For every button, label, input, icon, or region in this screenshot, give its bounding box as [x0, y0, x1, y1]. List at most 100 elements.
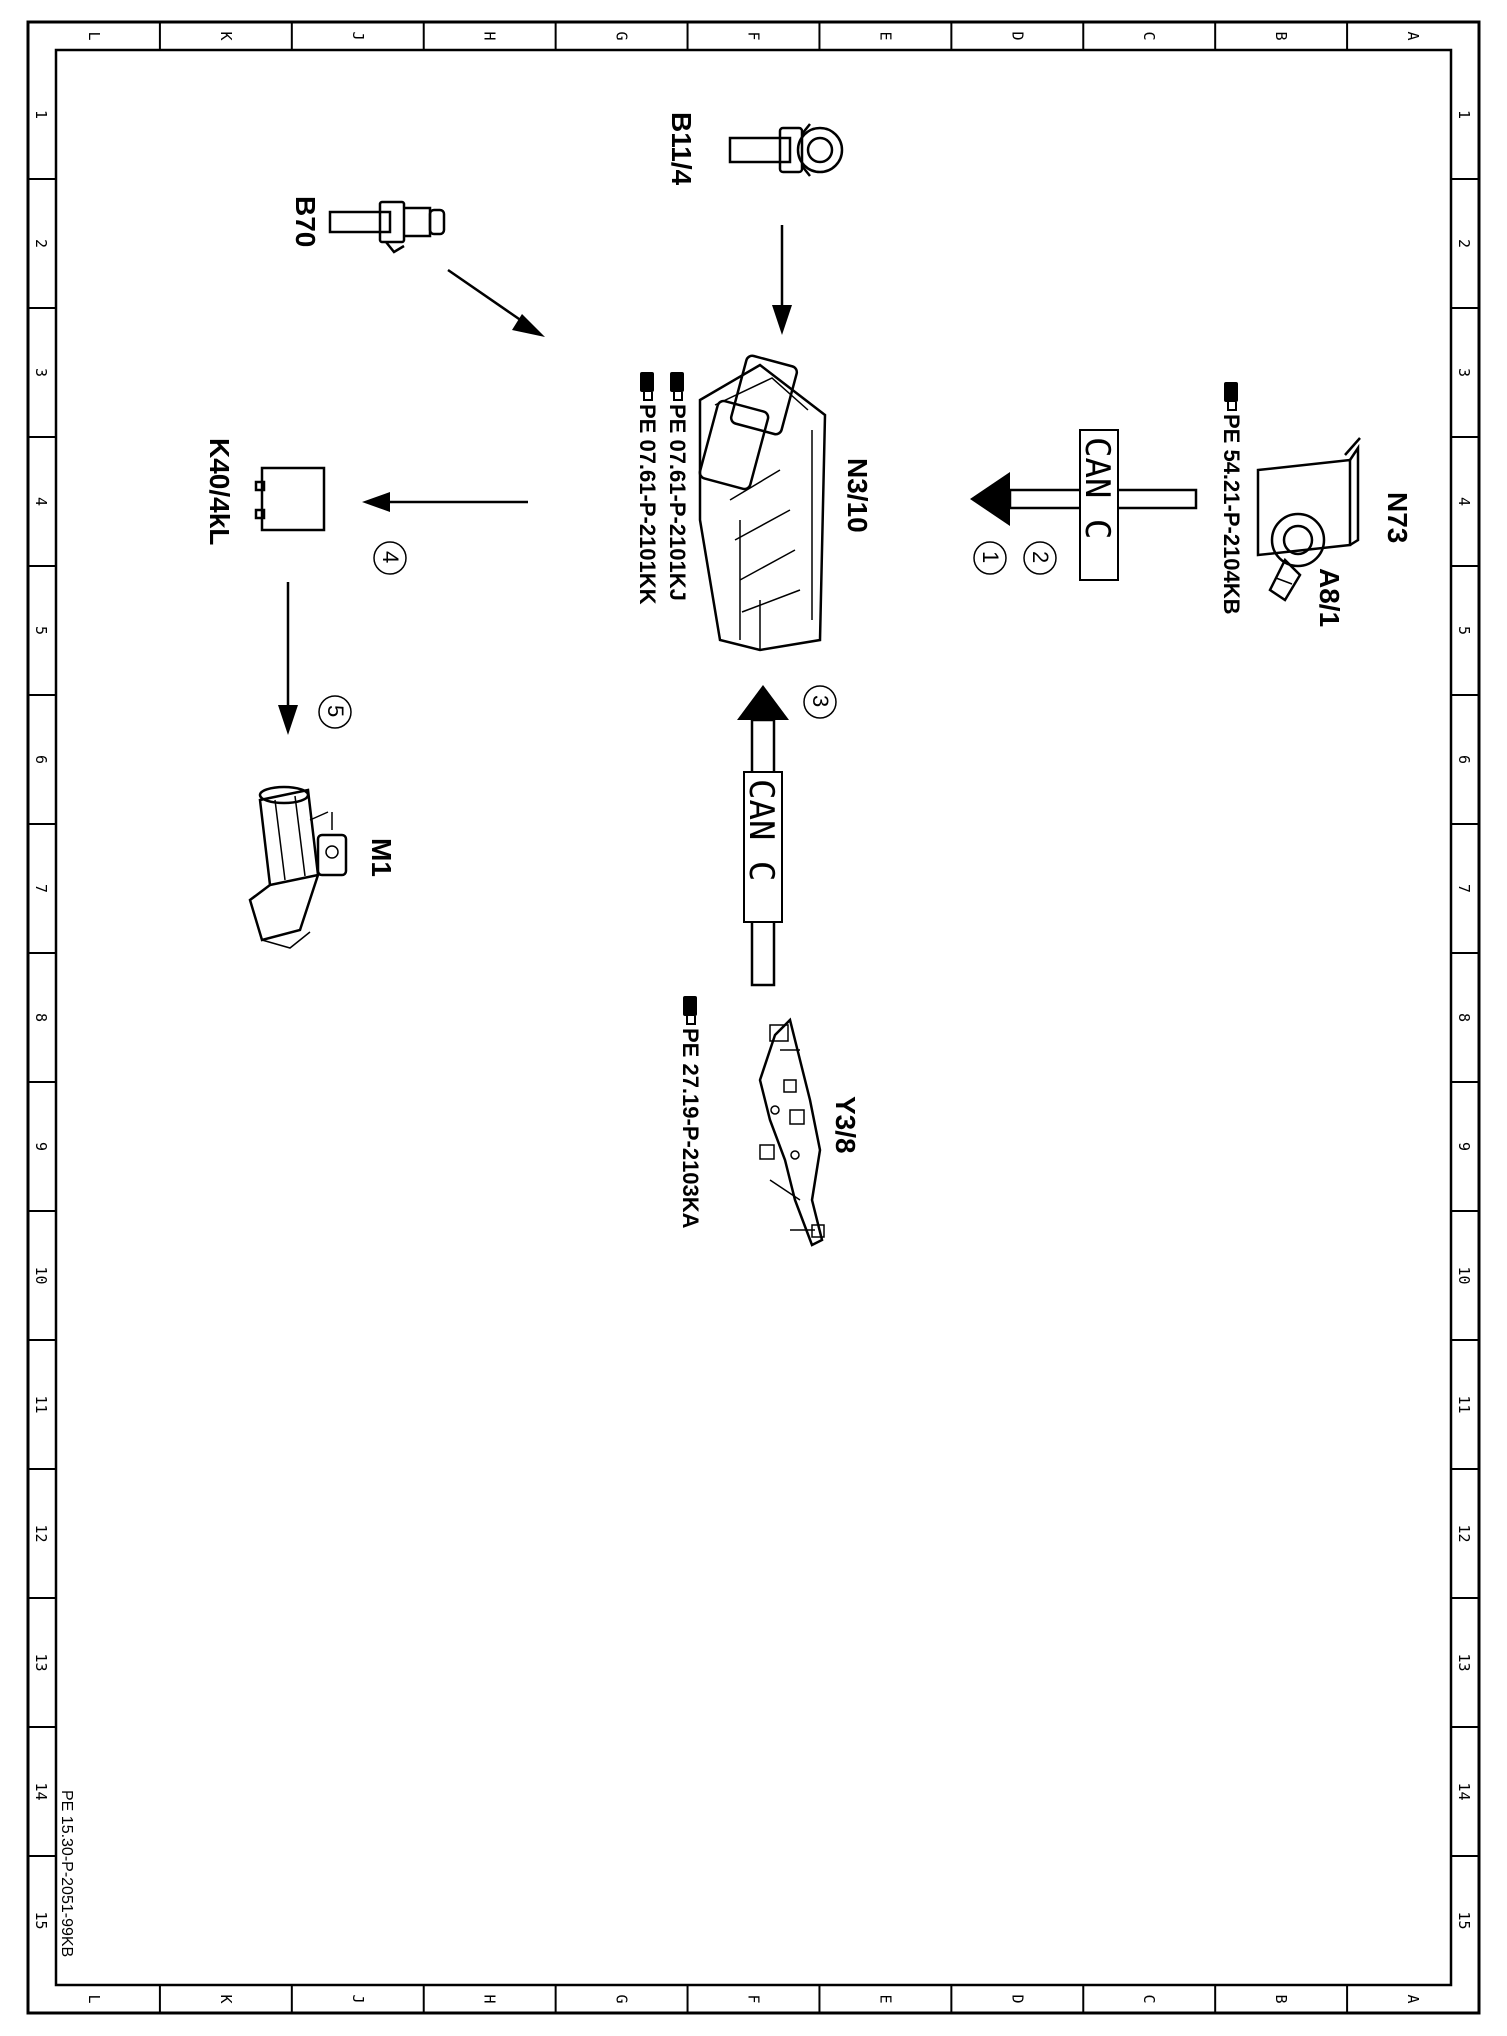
frame-row-label: 8	[1455, 1013, 1473, 1022]
frame-row-label: 2	[1455, 239, 1473, 248]
svg-text:5: 5	[323, 705, 348, 717]
pointing-hand-icon	[640, 372, 654, 401]
ignition-switch-icon	[1256, 437, 1361, 602]
frame-row-label: 8	[32, 1013, 50, 1022]
can-c-bus-top: CAN C	[970, 429, 1198, 581]
frame-row-label: 13	[1455, 1653, 1473, 1671]
n73-reference: PE 54.21-P-2104KB	[1219, 382, 1244, 615]
frame-column-label: K	[217, 31, 235, 40]
b70-sensor: B70	[290, 196, 446, 254]
m1-starter-motor: M1	[248, 785, 397, 949]
n3-10-control-unit: N3/10 PE 07.61-P-2101KJ PE 07.61-P-2101K…	[635, 354, 873, 652]
n73-ignition-module: N73 A8/1 PE 54.21-P-2104KB	[1219, 382, 1413, 627]
frame-row-label: 12	[1455, 1524, 1473, 1542]
frame-column-label: H	[481, 31, 499, 40]
sensor-icon	[328, 200, 446, 254]
sensor-icon	[728, 123, 844, 177]
frame-column-label: G	[613, 1994, 631, 2003]
frame-column-label: A	[1404, 1994, 1422, 2003]
frame-row-label: 12	[32, 1524, 50, 1542]
m1-label: M1	[366, 838, 397, 877]
frame-column-label: D	[1008, 31, 1026, 40]
b11-4-sensor: B11/4	[666, 112, 844, 186]
valve-body-icon	[758, 1017, 825, 1247]
frame-row-label: 4	[32, 497, 50, 506]
frame-row-label: 1	[32, 110, 50, 119]
b70-label: B70	[290, 196, 321, 247]
frame-row-label: 15	[1455, 1911, 1473, 1929]
svg-text:PE 27.19-P-2103KA: PE 27.19-P-2103KA	[678, 1028, 703, 1229]
frame-row-label: 5	[1455, 626, 1473, 635]
frame-column-label: E	[876, 1994, 894, 2003]
frame-row-label: 6	[1455, 755, 1473, 764]
n3-10-reference-a: PE 07.61-P-2101KJ	[665, 372, 690, 601]
n73-label: N73	[1382, 492, 1413, 543]
b11-4-label: B11/4	[666, 112, 697, 186]
step-marker-3: 3	[803, 685, 837, 719]
starter-motor-icon	[248, 785, 348, 949]
document-id: PE 15.30-P-2051-99KB	[58, 1790, 75, 1957]
frame-column-label: J	[349, 31, 367, 40]
n3-10-reference-b: PE 07.61-P-2101KK	[635, 372, 660, 605]
pointing-hand-icon	[683, 996, 697, 1025]
step-marker-5: 5	[318, 695, 352, 729]
frame-column-label: B	[1272, 1994, 1290, 2003]
y3-8-reference: PE 27.19-P-2103KA	[678, 996, 703, 1229]
frame-column-label: B	[1272, 31, 1290, 40]
svg-text:2: 2	[1028, 551, 1053, 563]
svg-text:PE 07.61-P-2101KK: PE 07.61-P-2101KK	[635, 404, 660, 605]
frame-column-label: E	[876, 31, 894, 40]
frame-row-label: 6	[32, 755, 50, 764]
svg-text:1: 1	[978, 551, 1003, 563]
step-marker-1: 1	[973, 541, 1007, 575]
svg-text:4: 4	[378, 551, 403, 563]
frame-row-label: 4	[1455, 497, 1473, 506]
pointing-hand-icon	[1224, 382, 1238, 411]
can-c-label-bottom: CAN C	[741, 779, 781, 881]
frame-column-label: D	[1008, 1994, 1026, 2003]
frame-row-label: 7	[32, 884, 50, 893]
frame-row-label: 9	[32, 1142, 50, 1151]
frame-row-label: 10	[1455, 1266, 1473, 1284]
frame-row-label: 7	[1455, 884, 1473, 893]
step-marker-4: 4	[373, 541, 407, 575]
frame-column-label: C	[1140, 31, 1158, 40]
a8-1-label: A8/1	[1314, 568, 1345, 627]
frame-row-label: 11	[32, 1395, 50, 1413]
frame-column-label: H	[481, 1994, 499, 2003]
frame-row-label: 5	[32, 626, 50, 635]
y3-8-valve-body: Y3/8 PE 27.19-P-2103KA	[678, 996, 861, 1247]
frame-row-label: 11	[1455, 1395, 1473, 1413]
control-unit-icon	[698, 354, 827, 652]
frame-column-label: F	[745, 1994, 763, 2003]
can-c-bus-bottom: CAN C	[737, 685, 789, 987]
svg-text:3: 3	[808, 695, 833, 707]
frame-row-label: 1	[1455, 110, 1473, 119]
y3-8-label: Y3/8	[830, 1096, 861, 1154]
frame-column-label: K	[217, 1994, 235, 2003]
pointing-hand-icon	[670, 372, 684, 401]
frame-column-label: A	[1404, 31, 1422, 40]
frame-row-label: 15	[32, 1911, 50, 1929]
frame-row-label: 9	[1455, 1142, 1473, 1151]
step-marker-2: 2	[1023, 541, 1057, 575]
relay-icon	[254, 466, 326, 532]
can-c-label-top: CAN C	[1077, 437, 1117, 539]
frame-row-label: 3	[32, 368, 50, 377]
n3-10-label: N3/10	[842, 458, 873, 533]
frame-row-label: 14	[1455, 1782, 1473, 1800]
frame-column-label: L	[85, 31, 103, 40]
frame-column-label: L	[85, 1994, 103, 2003]
frame-row-label: 3	[1455, 368, 1473, 377]
frame-column-label: G	[613, 31, 631, 40]
frame-row-label: 13	[32, 1653, 50, 1671]
frame-column-label: F	[745, 31, 763, 40]
frame-column-label: J	[349, 1994, 367, 2003]
svg-text:PE 54.21-P-2104KB: PE 54.21-P-2104KB	[1219, 414, 1244, 615]
frame-row-label: 2	[32, 239, 50, 248]
svg-text:PE 07.61-P-2101KJ: PE 07.61-P-2101KJ	[665, 404, 690, 601]
frame-column-label: C	[1140, 1994, 1158, 2003]
frame-row-label: 14	[32, 1782, 50, 1800]
